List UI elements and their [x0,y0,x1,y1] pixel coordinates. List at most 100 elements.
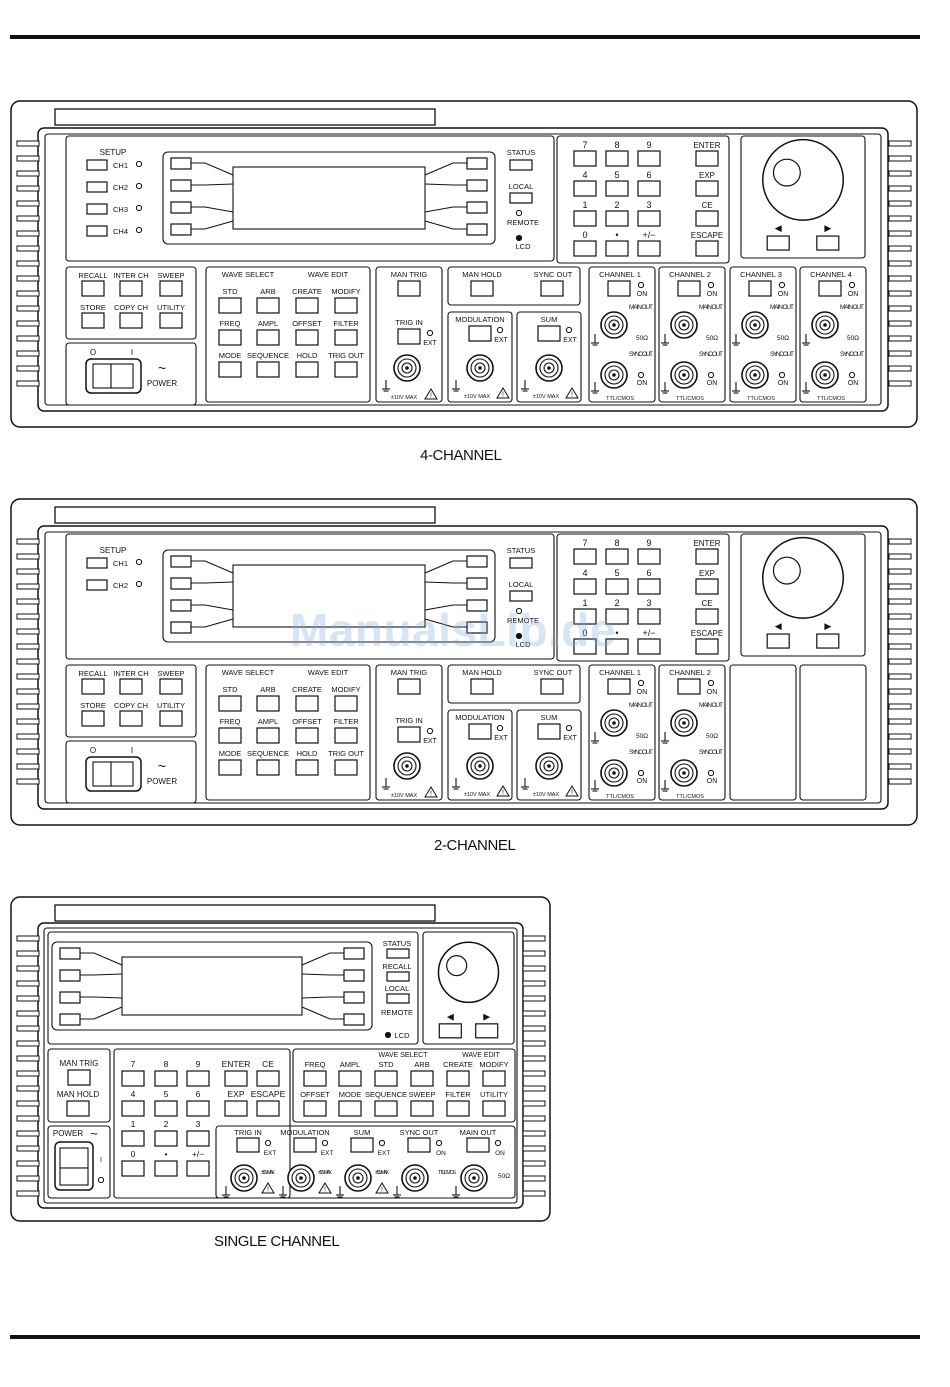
sum-button[interactable] [537,325,561,342]
wave-key-button[interactable] [295,297,319,314]
sum-button[interactable] [537,723,561,740]
keypad-key[interactable] [121,1160,145,1177]
local-button[interactable] [386,993,410,1004]
wave-key-button[interactable] [295,695,319,712]
keypad-key[interactable] [573,180,597,197]
keypad-key[interactable] [224,1070,248,1087]
wave-key-button[interactable] [256,759,280,776]
recall-button[interactable] [386,971,410,982]
channel-select-button[interactable] [607,280,631,297]
modulation-button[interactable] [293,1137,317,1153]
local-button[interactable] [509,192,533,204]
softkey-left-1[interactable] [59,947,81,960]
wave-key-button[interactable] [295,329,319,346]
man-trig-button[interactable] [397,280,421,297]
setup-channel-button[interactable] [86,159,108,171]
mode-key-button[interactable] [81,312,105,329]
softkey-left-2[interactable] [170,577,192,590]
mode-key-button[interactable] [81,678,105,695]
softkey-left-4[interactable] [170,621,192,634]
mode-key-button[interactable] [81,280,105,297]
channel-select-button[interactable] [818,280,842,297]
keypad-key[interactable] [573,608,597,625]
keypad-key[interactable] [637,180,661,197]
wave-key-button[interactable] [256,361,280,378]
wave-key-button[interactable] [256,329,280,346]
rotary-knob[interactable] [437,941,500,1004]
keypad-key[interactable] [605,150,629,167]
softkey-left-1[interactable] [170,555,192,568]
cursor-left-button[interactable] [766,633,790,649]
softkey-left-3[interactable] [170,599,192,612]
cursor-right-button[interactable] [816,235,840,251]
wave-key-button[interactable] [374,1070,398,1087]
status-button[interactable] [386,948,410,959]
keypad-function-key[interactable] [695,150,719,167]
man-hold-button[interactable] [470,280,494,297]
sum-button[interactable] [350,1137,374,1153]
cursor-right-button[interactable] [816,633,840,649]
wave-key-button[interactable] [295,361,319,378]
softkey-right-2[interactable] [466,179,488,192]
keypad-key[interactable] [154,1130,178,1147]
trig-in-button[interactable] [236,1137,260,1153]
keypad-key[interactable] [186,1160,210,1177]
keypad-key[interactable] [154,1160,178,1177]
mode-key-button[interactable] [81,710,105,727]
wave-key-button[interactable] [334,695,358,712]
softkey-right-3[interactable] [343,991,365,1004]
keypad-function-key[interactable] [695,240,719,257]
softkey-left-4[interactable] [59,1013,81,1026]
sync-out-button[interactable] [540,678,564,695]
wave-key-button[interactable] [256,727,280,744]
local-button[interactable] [509,590,533,602]
cursor-left-button[interactable] [766,235,790,251]
keypad-function-key[interactable] [695,608,719,625]
wave-key-button[interactable] [218,727,242,744]
softkey-left-2[interactable] [170,179,192,192]
mode-key-button[interactable] [119,280,143,297]
man-hold-button[interactable] [470,678,494,695]
wave-key-button[interactable] [256,297,280,314]
rotary-knob[interactable] [761,138,845,221]
keypad-key[interactable] [605,548,629,565]
softkey-right-1[interactable] [343,947,365,960]
keypad-key[interactable] [121,1100,145,1117]
mode-key-button[interactable] [119,312,143,329]
sync-out-button[interactable] [407,1137,431,1153]
wave-key-button[interactable] [334,361,358,378]
keypad-key[interactable] [637,548,661,565]
softkey-right-1[interactable] [466,157,488,170]
softkey-left-3[interactable] [170,201,192,214]
keypad-key[interactable] [573,150,597,167]
softkey-right-3[interactable] [466,201,488,214]
softkey-right-1[interactable] [466,555,488,568]
keypad-key[interactable] [573,240,597,257]
mode-key-button[interactable] [159,312,183,329]
setup-channel-button[interactable] [86,203,108,215]
keypad-function-key[interactable] [695,180,719,197]
wave-key-button[interactable] [218,759,242,776]
keypad-key[interactable] [121,1070,145,1087]
wave-key-button[interactable] [338,1100,362,1117]
wave-key-button[interactable] [446,1100,470,1117]
modulation-button[interactable] [468,325,492,342]
keypad-key[interactable] [637,210,661,227]
man-trig-button[interactable] [397,678,421,695]
keypad-key[interactable] [637,608,661,625]
softkey-left-4[interactable] [170,223,192,236]
keypad-function-key[interactable] [695,638,719,655]
setup-channel-button[interactable] [86,579,108,591]
softkey-right-2[interactable] [343,969,365,982]
modulation-button[interactable] [468,723,492,740]
keypad-key[interactable] [154,1070,178,1087]
softkey-left-3[interactable] [59,991,81,1004]
keypad-key[interactable] [573,638,597,655]
status-button[interactable] [509,159,533,171]
softkey-right-2[interactable] [466,577,488,590]
cursor-right-button[interactable] [475,1023,499,1039]
keypad-key[interactable] [186,1070,210,1087]
wave-key-button[interactable] [303,1100,327,1117]
softkey-right-4[interactable] [343,1013,365,1026]
softkey-left-1[interactable] [170,157,192,170]
